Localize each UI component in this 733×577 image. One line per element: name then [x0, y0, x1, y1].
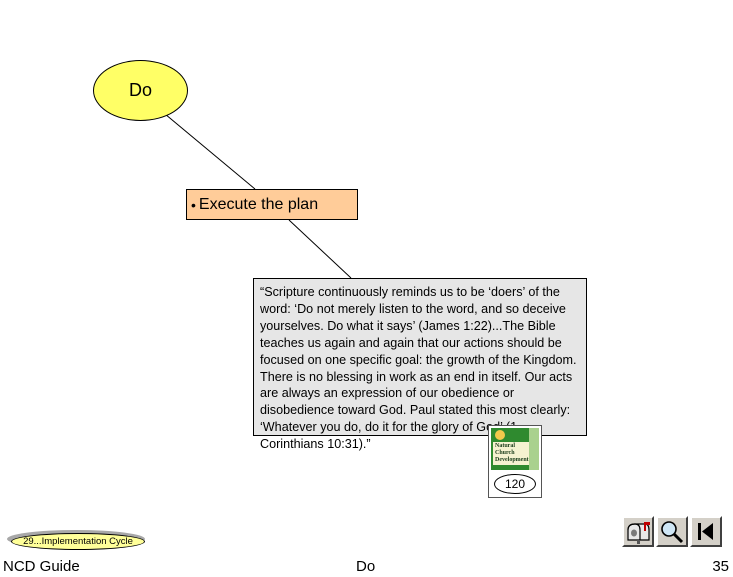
action-item-label: Execute the plan — [198, 195, 319, 213]
first-slide-icon — [698, 523, 713, 540]
footer-guide-title: NCD Guide — [3, 558, 80, 575]
cover-strip — [529, 428, 539, 470]
quote-box: “Scripture continuously reminds us to be… — [253, 278, 587, 451]
connector-action-to-quote — [288, 219, 352, 279]
implementation-cycle-link[interactable]: 29...Implementation Cycle — [7, 530, 147, 550]
mailbox-button[interactable] — [622, 516, 654, 547]
footer-section-title: Do — [356, 558, 376, 575]
book-page-number: 120 — [504, 477, 526, 491]
cover-sun-icon — [495, 430, 505, 440]
footer-page-number: 35 — [712, 558, 729, 575]
book-cover-image: Natural Church Development — [491, 428, 539, 470]
magnifier-icon — [661, 521, 684, 544]
do-ellipse-label: Do — [128, 80, 152, 100]
bullet-icon: • — [191, 196, 196, 213]
connector-do-to-action — [164, 113, 256, 190]
mailbox-icon — [627, 522, 650, 544]
book-reference: Natural Church Development 120 — [488, 425, 542, 498]
do-ellipse: Do — [93, 60, 188, 121]
book-cover-title: Natural Church Development — [493, 442, 529, 465]
action-box: • Execute the plan — [186, 189, 358, 220]
first-slide-button[interactable] — [690, 516, 722, 547]
quote-text: “Scripture continuously reminds us to be… — [260, 285, 577, 452]
zoom-button[interactable] — [656, 516, 688, 547]
implementation-cycle-label[interactable]: 29...Implementation Cycle — [11, 533, 145, 550]
book-page-badge: 120 — [494, 474, 536, 494]
